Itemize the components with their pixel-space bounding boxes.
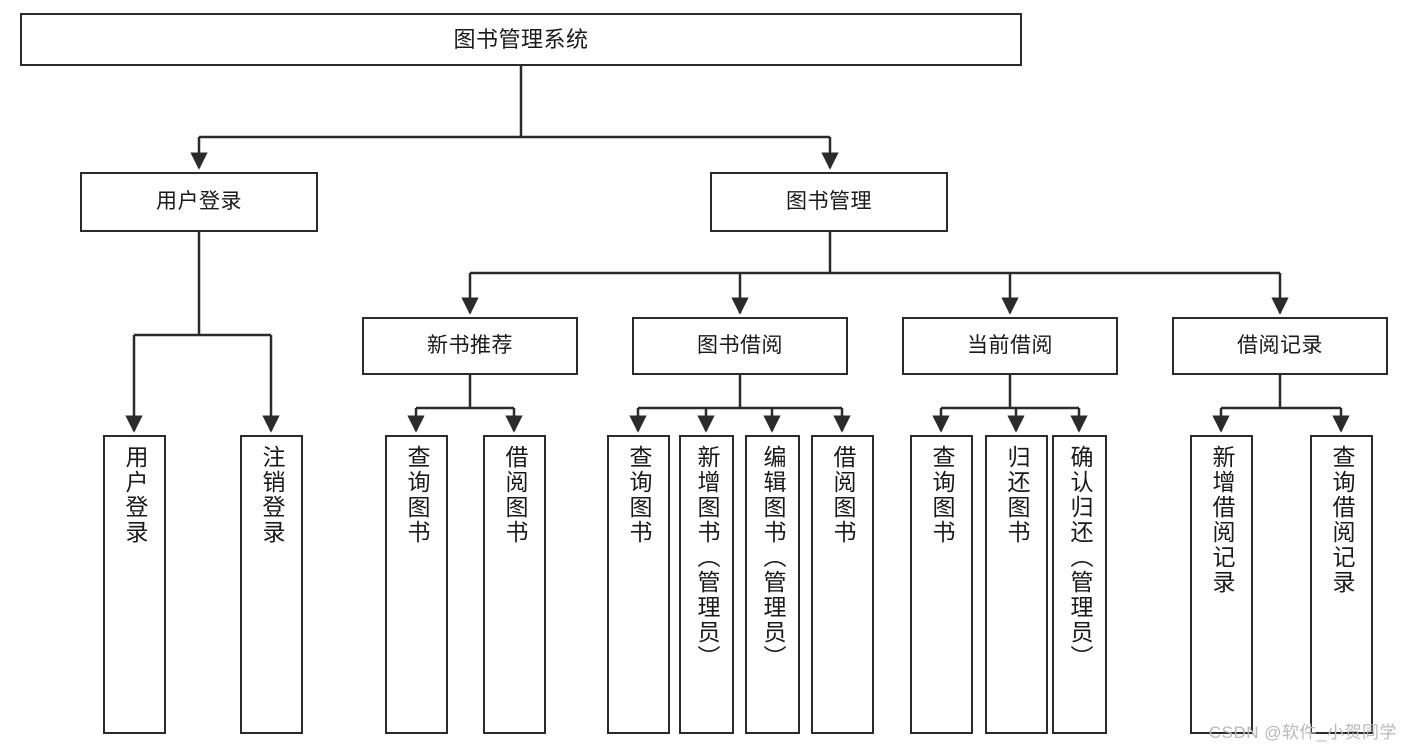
node-book-borrow[interactable]: 图书借阅 <box>632 317 848 375</box>
node-book-manage[interactable]: 图书管理 <box>710 172 948 232</box>
node-new-book-rec-label: 新书推荐 <box>427 333 513 357</box>
node-leaf-query-record[interactable]: 查询借阅记录 <box>1310 435 1373 734</box>
node-leaf-query-book-borrow[interactable]: 查询图书 <box>607 435 670 734</box>
node-root-label: 图书管理系统 <box>453 26 589 52</box>
node-leaf-query-book-cur[interactable]: 查询图书 <box>910 435 973 734</box>
node-leaf-add-record[interactable]: 新增借阅记录 <box>1190 435 1253 734</box>
node-borrow-record[interactable]: 借阅记录 <box>1172 317 1388 375</box>
node-root[interactable]: 图书管理系统 <box>20 13 1022 66</box>
node-leaf-edit-book[interactable]: 编辑图书（管理员） <box>745 435 800 734</box>
node-leaf-query-book-cur-label: 查询图书 <box>929 445 955 545</box>
node-current-borrow-label: 当前借阅 <box>967 333 1053 357</box>
node-leaf-query-record-label: 查询借阅记录 <box>1329 445 1355 595</box>
watermark-text: CSDN @软件_小贺同学 <box>1208 723 1397 742</box>
node-leaf-return-book[interactable]: 归还图书 <box>985 435 1048 734</box>
node-leaf-logout-label: 注销登录 <box>259 445 285 545</box>
node-leaf-query-book-rec[interactable]: 查询图书 <box>385 435 448 734</box>
node-leaf-user-login[interactable]: 用户登录 <box>103 435 166 734</box>
node-leaf-add-book-label: 新增图书（管理员） <box>694 445 720 670</box>
node-leaf-add-record-label: 新增借阅记录 <box>1209 445 1235 595</box>
node-leaf-add-book[interactable]: 新增图书（管理员） <box>679 435 734 734</box>
node-leaf-query-book-borrow-label: 查询图书 <box>626 445 652 545</box>
node-leaf-query-book-rec-label: 查询图书 <box>404 445 430 545</box>
node-leaf-logout[interactable]: 注销登录 <box>240 435 303 734</box>
node-leaf-borrow-book-label: 借阅图书 <box>830 445 856 545</box>
node-leaf-user-login-label: 用户登录 <box>122 445 148 545</box>
node-leaf-confirm-return[interactable]: 确认归还（管理员） <box>1052 435 1107 734</box>
node-leaf-return-book-label: 归还图书 <box>1004 445 1030 545</box>
node-leaf-borrow-book-rec[interactable]: 借阅图书 <box>483 435 546 734</box>
node-leaf-borrow-book-rec-label: 借阅图书 <box>502 445 528 545</box>
node-book-borrow-label: 图书借阅 <box>697 333 783 357</box>
node-user-login-label: 用户登录 <box>156 189 242 213</box>
node-borrow-record-label: 借阅记录 <box>1237 333 1323 357</box>
node-leaf-edit-book-label: 编辑图书（管理员） <box>760 445 786 670</box>
node-user-login[interactable]: 用户登录 <box>80 172 318 232</box>
node-current-borrow[interactable]: 当前借阅 <box>902 317 1118 375</box>
node-book-manage-label: 图书管理 <box>786 189 872 213</box>
node-new-book-rec[interactable]: 新书推荐 <box>362 317 578 375</box>
node-leaf-confirm-return-label: 确认归还（管理员） <box>1067 445 1093 670</box>
node-leaf-borrow-book[interactable]: 借阅图书 <box>811 435 874 734</box>
